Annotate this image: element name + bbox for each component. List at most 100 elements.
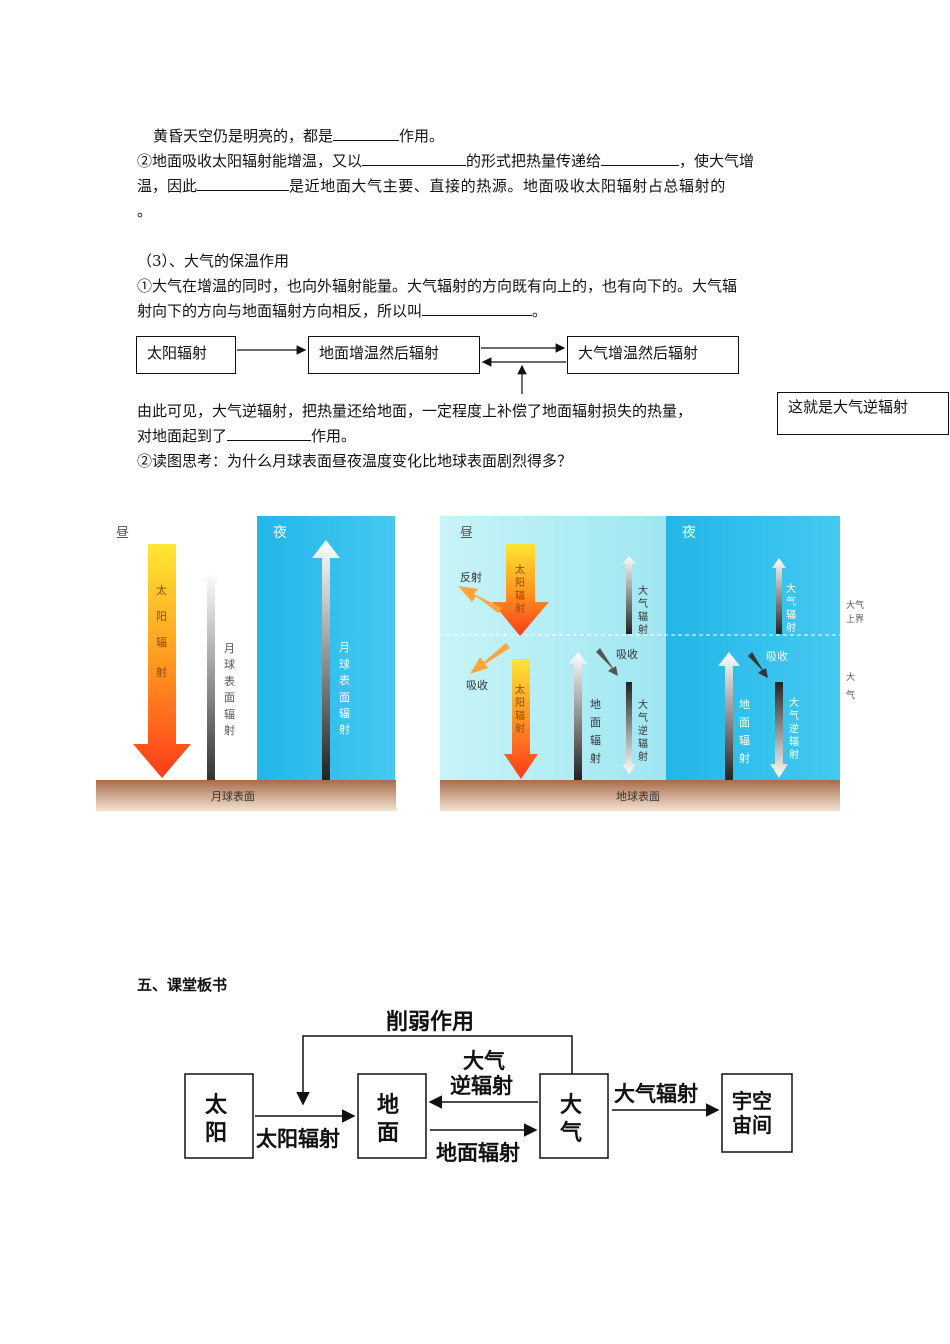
text-line-1: 黄昏天空仍是明亮的，都是作用。	[153, 126, 444, 146]
earth-sun-rad-3: 射	[515, 603, 525, 615]
earth-night-counter-rad-4: 射	[789, 749, 799, 761]
earth-ground-rad-3: 射	[590, 751, 601, 765]
earth-day-label: 昼	[460, 526, 473, 541]
earth-sun-rad2-0: 太	[515, 683, 525, 696]
board-diagram: 削弱作用 太 阳 地 面 大 气 宇空 宙间 太阳辐射 大气 逆辐射 地面辐射 …	[184, 1010, 793, 1165]
moon-night-rad-4: 辐	[339, 706, 350, 720]
board-sun-1: 阳	[205, 1121, 227, 1146]
earth-upper-label-0: 大气	[846, 599, 864, 611]
earth-counter-rad-4: 射	[638, 751, 648, 763]
flow-box-counter-note: 这就是大气逆辐射	[777, 392, 949, 435]
earth-sun-arrow	[492, 544, 549, 636]
moon-surface-rad-4: 辐	[224, 707, 235, 721]
moon-sun-rad-2: 辐	[156, 635, 167, 649]
para-4: 对地面起到了 作用。	[137, 426, 356, 446]
moon-sun-rad-1: 阳	[156, 610, 167, 623]
moon-night-rad-3: 面	[339, 691, 350, 704]
earth-night-atm-rad-1: 气	[786, 595, 796, 608]
earth-night-counter-rad-0: 大	[789, 696, 799, 709]
moon-surface-rad-2: 表	[224, 674, 235, 688]
earth-sun-rad2-1: 阳	[515, 697, 525, 709]
board-box-ground	[357, 1073, 427, 1159]
earth-counter-rad-1: 气	[638, 711, 648, 724]
para-4-a: 对地面起到了	[137, 427, 228, 445]
moon-night-rad-0: 月	[339, 641, 350, 654]
earth-reflect-label: 反射	[460, 570, 482, 584]
earth-night-atm-rad-2: 辐	[786, 608, 796, 621]
earth-atm-rad-0: 大	[638, 584, 648, 597]
earth-night-atm-arrow	[772, 558, 786, 634]
earth-diagram: 昼 夜 太 阳 辐 射 反射 吸收 太 阳 辐 射 地 面 辐 射 大 气 辐 …	[440, 516, 864, 811]
board-weaken-label: 削弱作用	[386, 1010, 474, 1035]
board-atmos-0: 大	[560, 1093, 582, 1118]
blank-3[interactable]	[601, 151, 680, 166]
earth-atm-label-1: 气	[846, 689, 855, 701]
flow-box-sun-radiation: 太阳辐射	[136, 336, 236, 374]
earth-absorb-arrow-2	[596, 648, 618, 676]
moon-surface-arrow	[203, 572, 219, 780]
moon-night-label: 夜	[273, 525, 287, 541]
board-box-atmos	[539, 1073, 609, 1159]
earth-night-ground-rad-3: 射	[739, 751, 750, 765]
earth-atm-rad-arrow	[622, 556, 636, 634]
earth-sun-rad-1: 阳	[515, 577, 525, 589]
line2-a: ②地面吸收太阳辐射能增温，又以	[137, 152, 363, 170]
earth-counter-rad-arrow	[622, 682, 636, 774]
moon-day-label: 昼	[116, 526, 129, 541]
moon-sun-rad-3: 射	[156, 665, 167, 679]
flow-arrows	[237, 343, 566, 394]
earth-atm-label-0: 大	[846, 671, 855, 683]
earth-night-atm-rad-0: 大	[786, 582, 796, 595]
blank-4[interactable]	[197, 176, 290, 191]
earth-ground	[440, 780, 840, 811]
earth-night-counter-arrow	[770, 682, 788, 778]
board-counter-label-2: 逆辐射	[450, 1074, 513, 1098]
earth-night-ground-rad-0: 地	[739, 698, 750, 711]
board-ground-1: 面	[377, 1121, 399, 1146]
moon-surface-rad-0: 月	[224, 642, 235, 655]
earth-night-ground-rad-1: 面	[739, 716, 750, 729]
para-2-b: 。	[532, 302, 548, 320]
moon-surface-rad-3: 面	[224, 691, 235, 704]
blank-5[interactable]	[422, 301, 533, 316]
para-5: ②读图思考：为什么月球表面昼夜温度变化比地球表面剧烈得多？	[137, 452, 573, 470]
line1-end: 作用。	[399, 127, 445, 145]
earth-counter-rad-0: 大	[638, 698, 648, 711]
board-box-sun	[184, 1073, 254, 1159]
earth-ground-rad-1: 面	[590, 716, 601, 729]
flow-box-ground: 地面增温然后辐射	[308, 336, 480, 374]
blank-6[interactable]	[227, 426, 312, 441]
para-1: ①大气在增温的同时，也向外辐射能量。大气辐射的方向既有向上的，也有向下的。大气辐	[137, 277, 738, 295]
moon-sun-rad-0: 太	[156, 584, 167, 597]
section-5-title: 五、课堂板书	[137, 976, 228, 994]
moon-surface-rad-1: 球	[224, 657, 235, 671]
earth-sun-arrow-2	[504, 659, 538, 779]
para-3: 由此可见，大气逆辐射，把热量还给地面，一定程度上补偿了地面辐射损失的热量，	[137, 402, 693, 420]
earth-counter-rad-3: 辐	[638, 737, 648, 750]
earth-absorb-arrow	[470, 643, 510, 674]
blank-2[interactable]	[362, 151, 467, 166]
para-2-a: 射向下的方向与地面辐射方向相反，所以叫	[137, 302, 423, 320]
earth-night-atm-rad-3: 射	[786, 622, 796, 634]
para-4-b: 作用。	[311, 427, 357, 445]
flow-box-atmosphere: 大气增温然后辐射	[567, 336, 739, 374]
blank-1[interactable]	[333, 126, 400, 141]
board-box-space	[721, 1073, 793, 1153]
earth-atm-rad-2: 辐	[638, 610, 648, 623]
earth-sun-rad2-2: 辐	[515, 709, 525, 722]
earth-atm-rad-1: 气	[638, 597, 648, 610]
board-sun-rad-label: 太阳辐射	[256, 1127, 340, 1151]
moon-night-rad-2: 表	[339, 673, 350, 687]
earth-sun-rad-0: 太	[515, 563, 525, 576]
earth-night-counter-rad-2: 逆	[789, 722, 799, 735]
earth-ground-rad-2: 辐	[590, 733, 601, 747]
earth-atm-rad-3: 射	[638, 624, 648, 636]
earth-counter-rad-2: 逆	[638, 724, 648, 737]
earth-sun-rad-2: 辐	[515, 589, 525, 602]
earth-upper-label-1: 上界	[846, 614, 864, 625]
earth-reflect-arrow	[458, 586, 502, 613]
board-atm-rad-label: 大气辐射	[614, 1082, 698, 1106]
moon-diagram: 昼 夜 太 阳 辐 射 月 球 表 面 辐 射 月 球 表 面 辐 射 月球表面	[96, 516, 396, 811]
board-counter-label-1: 大气	[463, 1049, 505, 1073]
line2-c: ，使大气增	[679, 152, 755, 170]
